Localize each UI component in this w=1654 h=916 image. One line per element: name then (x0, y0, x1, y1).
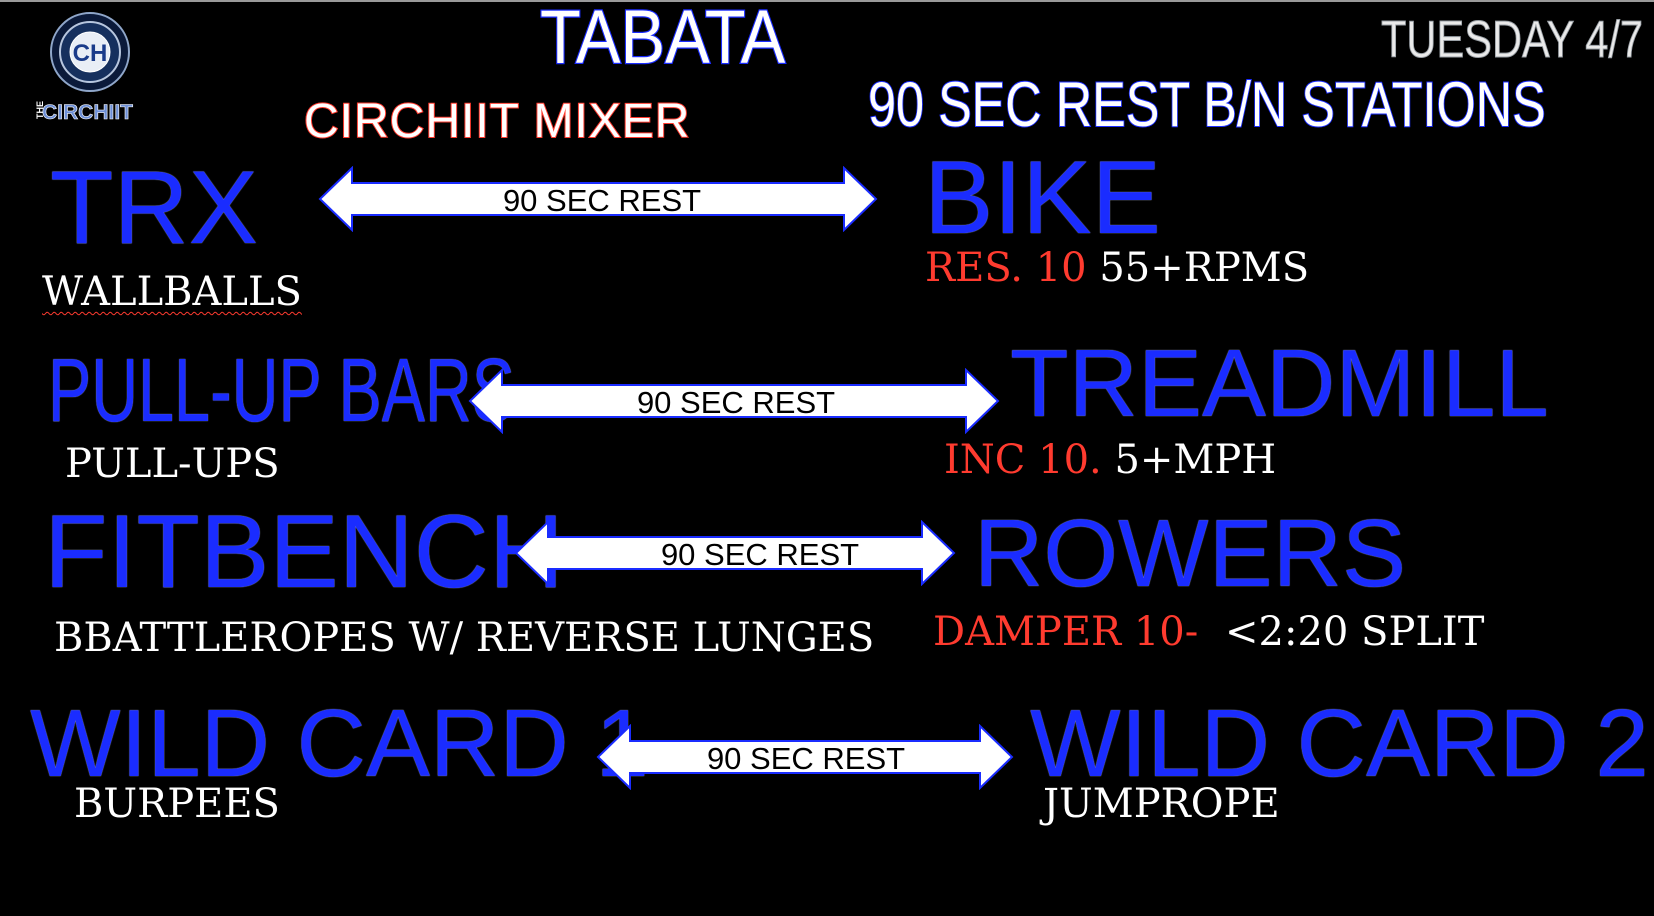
station-fitbench: FITBENCH (44, 494, 564, 610)
station-rowers: ROWERS (974, 500, 1406, 607)
rest-arrow-4: 90 SEC REST (596, 724, 1014, 790)
logo-badge: CH (73, 40, 108, 67)
exercise-jumprope: JUMPROPE (1043, 781, 1280, 827)
rest-arrow-label: 90 SEC REST (661, 537, 859, 572)
treadmill-setting: INC 10. 5+MPH (944, 440, 1276, 480)
station-wild-card-1: WILD CARD 1 (30, 690, 649, 797)
station-pull-up-bars: PULL-UP BARS (48, 341, 515, 441)
bike-resistance: RES. 10 (925, 245, 1087, 291)
rowers-setting: DAMPER 10- <2:20 SPLIT (933, 612, 1484, 652)
circhiit-logo-icon: CH THE CIRCHIIT (35, 12, 133, 124)
rest-note: 90 SEC REST B/N STATIONS (867, 70, 1546, 140)
exercise-wallballs: WALLBALLS (42, 269, 302, 315)
rowers-target: <2:20 SPLIT (1225, 609, 1485, 655)
rest-arrow-label: 90 SEC REST (503, 183, 701, 218)
exercise-burpees: BURPEES (74, 781, 280, 827)
station-bike: BIKE (924, 140, 1161, 256)
treadmill-target: 5+MPH (1114, 437, 1277, 483)
station-treadmill: TREADMILL (1010, 330, 1549, 437)
page-subtitle: CIRCHIIT MIXER (303, 95, 691, 148)
rest-arrow-1: 90 SEC REST (318, 166, 878, 232)
logo-name: CIRCHIIT (42, 101, 133, 124)
treadmill-incline: INC 10. (944, 437, 1102, 483)
logo-prefix: THE (35, 101, 45, 119)
circhiit-logo: CH THE CIRCHIIT (28, 12, 160, 132)
bike-setting: RES. 10 55+RPMS (925, 248, 1309, 288)
bike-target: 55+RPMS (1099, 245, 1310, 291)
page-title: TABATA (539, 0, 786, 80)
rest-arrow-3: 90 SEC REST (514, 520, 956, 586)
top-border (0, 0, 1654, 2)
exercise-pull-ups: PULL-UPS (65, 441, 280, 487)
station-trx: TRX (50, 150, 258, 266)
exercise-battleropes: BBATTLEROPES W/ REVERSE LUNGES (54, 615, 875, 661)
station-wild-card-2: WILD CARD 2 (1030, 690, 1649, 797)
rest-arrow-label: 90 SEC REST (637, 385, 835, 420)
rest-arrow-2: 90 SEC REST (468, 368, 1000, 434)
rowers-damper: DAMPER 10- (933, 609, 1199, 655)
rest-arrow-label: 90 SEC REST (707, 741, 905, 776)
date-label: TUESDAY 4/7 (1381, 11, 1644, 69)
